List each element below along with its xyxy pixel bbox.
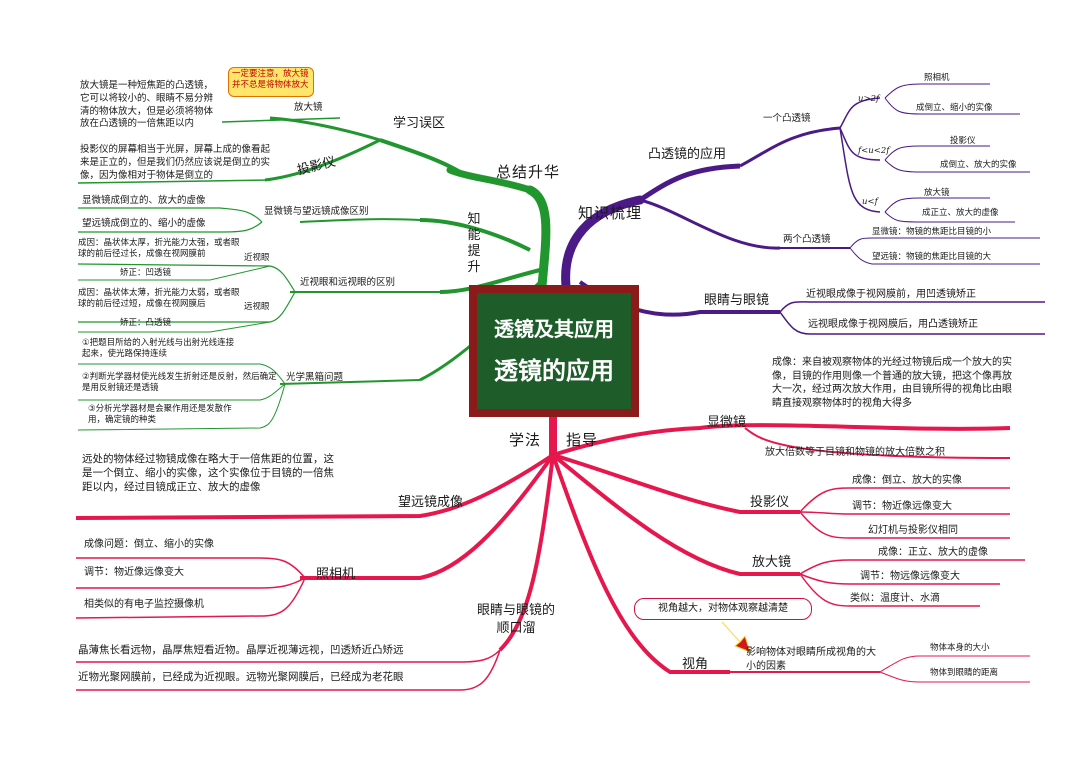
rhyme-line-1: 晶薄焦长看远物，晶厚焦短看近物。晶厚近视薄远视，凹透矫近凸矫远 — [78, 644, 404, 656]
condition-1-a: 照相机 — [924, 73, 950, 83]
scope-a: 显微镜成倒立的、放大的虚像 — [82, 195, 206, 206]
node-magnifier-red: 放大镜 — [752, 555, 792, 570]
angle-factor-size: 物体本身的大小 — [930, 643, 990, 653]
blackbox-step-2: ②判断光学器材使光线发生折射还是反射，然后确定是用反射镜还是透镜 — [82, 372, 277, 394]
node-camera: 照相机 — [316, 567, 356, 582]
angle-factor-distance: 物体到眼睛的距离 — [930, 668, 999, 678]
two-lens-microscope: 显微镜：物镜的焦距比目镜的小 — [872, 227, 992, 237]
condition-2-b: 成倒立、放大的实像 — [940, 160, 1017, 170]
node-convex-application: 凸透镜的应用 — [648, 147, 727, 162]
eye-glasses-myopia: 近视眼成像于视网膜前，用凹透镜矫正 — [806, 289, 976, 300]
hyperopia-fix: 矫正：凸透镜 — [120, 318, 172, 328]
node-eye-rhyme: 眼睛与眼镜的顺口溜 — [476, 603, 555, 636]
condition-1: u>2f — [858, 94, 880, 104]
magnifier-explanation: 放大镜是一种短焦距的凸透镜，它可以将较小的、眼睛不易分辨清的物体放大，但是必须将… — [80, 80, 214, 130]
arrow-icon — [721, 621, 751, 653]
center-title-box: 透镜及其应用 透镜的应用 — [469, 285, 639, 417]
branch-knowledge: 知识梳理 — [578, 204, 643, 222]
camera-similar: 相类似的有电子监控摄像机 — [84, 599, 204, 610]
projector-image: 成像：倒立、放大的实像 — [852, 475, 962, 486]
branch-summary: 总结升华 — [496, 163, 561, 181]
branch-method-b: 指导 — [566, 431, 599, 449]
condition-2: f<u<2f — [858, 146, 890, 156]
node-misconceptions: 学习误区 — [393, 116, 446, 131]
two-lens-telescope: 望远镜：物镜的焦距比目镜的大 — [872, 252, 992, 262]
camera-image: 成像问题：倒立、缩小的实像 — [84, 539, 214, 550]
node-microscope: 显微镜 — [707, 415, 747, 430]
hyperopia-cause: 成因：晶状体太薄，折光能力太弱，或者眼球的前后径过短，成像在视网膜后 — [78, 288, 240, 310]
node-hyperopia: 远视眼 — [244, 302, 270, 312]
node-scope-difference: 显微镜与望远镜成像区别 — [264, 206, 369, 217]
center-title-panel: 透镜及其应用 透镜的应用 — [477, 293, 631, 409]
node-two-lenses: 两个凸透镜 — [783, 234, 831, 245]
node-myopia: 近视眼 — [244, 253, 270, 263]
node-blackbox: 光学黑箱问题 — [286, 372, 344, 383]
camera-adjust: 调节：物近像远像变大 — [84, 567, 184, 578]
condition-3-a: 放大镜 — [924, 188, 950, 198]
node-visual-angle: 视角 — [682, 657, 709, 672]
magnifier-image: 成像：正立、放大的虚像 — [878, 547, 988, 558]
rhyme-line-2: 近物光聚网膜前，已经成为近视眼。远物光聚网膜后，已经成为老花眼 — [78, 671, 404, 683]
center-title: 透镜及其应用 — [494, 317, 614, 341]
angle-note: 视角越大，对物体观察越清楚 — [634, 598, 812, 620]
condition-1-b: 成倒立、缩小的实像 — [916, 103, 993, 113]
projector-same: 幻灯机与投影仪相同 — [868, 525, 958, 536]
microscope-explanation: 成像：来自被观察物体的光经过物镜后成一个放大的实像，目镜的作用则像一个普通的放大… — [772, 357, 1012, 409]
branch-summary-vertical: 知能提升 — [467, 212, 481, 275]
scope-b: 望远镜成倒立的、缩小的虚像 — [82, 218, 206, 229]
telescope-explanation: 远处的物体经过物镜成像在略大于一倍焦距的位置，这是一个倒立、缩小的实像，这个实像… — [82, 453, 334, 494]
node-magnifier-green: 放大镜 — [294, 102, 323, 113]
magnifier-note: 一定要注意，放大镜并不总是将物体放大 — [228, 67, 314, 97]
node-eye-glasses: 眼睛与眼镜 — [704, 293, 770, 308]
node-eye-difference: 近视眼和远视眼的区别 — [300, 277, 396, 288]
projector-explanation: 投影仪的屏幕相当于光屏，屏幕上成的像看起来是正立的，但是我们仍然应该说是倒立的实… — [80, 144, 271, 181]
projector-adjust: 调节：物近像远像变大 — [852, 501, 952, 512]
myopia-fix: 矫正：凹透镜 — [120, 268, 172, 278]
condition-2-a: 投影仪 — [950, 136, 976, 146]
eye-glasses-hyperopia: 远视眼成像于视网膜后，用凸透镜矫正 — [808, 319, 978, 330]
condition-3-b: 成正立、放大的虚像 — [922, 208, 999, 218]
microscope-magnification: 放大倍数等于目镜和物镜的放大倍数之积 — [765, 447, 945, 458]
condition-3: u<f — [862, 197, 878, 207]
blackbox-step-1: ①把题目所给的入射光线与出射光线连接起来，使光路保持连续 — [82, 338, 235, 360]
node-telescope: 望远镜成像 — [398, 495, 464, 510]
node-one-lens: 一个凸透镜 — [763, 113, 811, 124]
node-projector-red: 投影仪 — [750, 495, 790, 510]
branch-method-a: 学法 — [509, 431, 542, 449]
blackbox-step-3: ③分析光学器材是会聚作用还是发散作用，确定镜的种类 — [88, 404, 232, 426]
magnifier-similar: 类似：温度计、水滴 — [850, 593, 940, 604]
center-subtitle: 透镜的应用 — [494, 357, 614, 385]
myopia-cause: 成因：晶状体太厚，折光能力太强，或者眼球的前后径过长，成像在视网膜前 — [78, 238, 240, 260]
visual-angle-factors: 影响物体对眼睛所成视角的大小的因素 — [746, 647, 876, 672]
magnifier-adjust: 调节：物远像远像变大 — [860, 571, 960, 582]
